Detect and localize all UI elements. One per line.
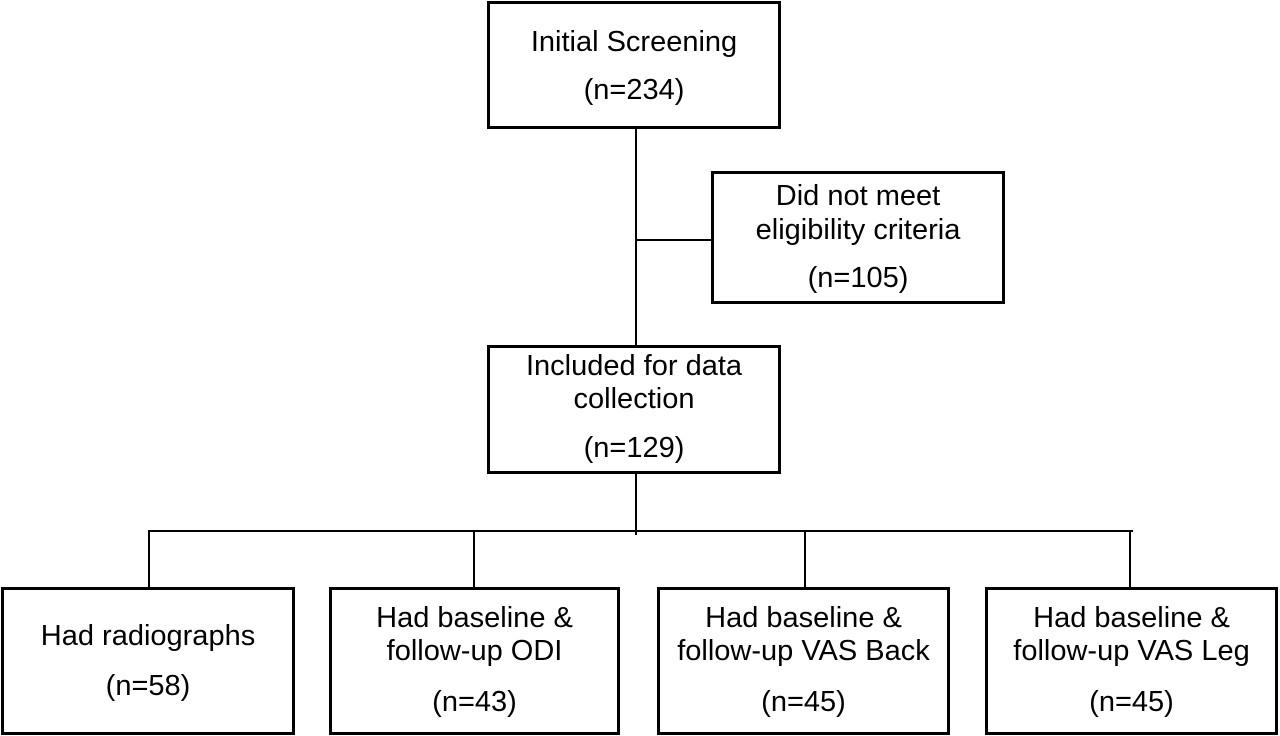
- branch-horizontal-line: [148, 530, 1133, 532]
- included-label-line2: collection: [573, 383, 695, 415]
- branch-drop-vas-back: [804, 531, 806, 588]
- included-box: Included for data collection (n=129): [487, 345, 781, 474]
- branch-drop-radiographs: [148, 531, 150, 588]
- outcome-label-line1: Had baseline &: [705, 602, 902, 634]
- outcome-label-line2: follow-up VAS Leg: [1013, 635, 1250, 667]
- outcome-count: (n=43): [432, 686, 517, 718]
- included-label-line1: Included for data: [525, 350, 743, 382]
- outcome-label-line2: follow-up ODI: [386, 635, 563, 667]
- outcome-label-line1: Had baseline &: [1033, 602, 1230, 634]
- branch-drop-vas-leg: [1129, 531, 1131, 588]
- outcome-count: (n=58): [105, 670, 191, 702]
- initial-screening-box: Initial Screening (n=234): [487, 1, 781, 129]
- outcome-label-line2: follow-up VAS Back: [677, 635, 930, 667]
- outcome-box-radiographs: Had radiographs (n=58): [1, 587, 295, 735]
- outcome-count: (n=45): [761, 686, 846, 718]
- outcome-box-odi: Had baseline & follow-up ODI (n=43): [329, 587, 620, 735]
- connector-included-to-branch: [635, 473, 637, 535]
- outcome-label-line1: Had baseline &: [376, 602, 573, 634]
- initial-screening-count: (n=234): [583, 74, 685, 106]
- branch-drop-odi: [473, 531, 475, 588]
- outcome-label: Had radiographs: [40, 620, 256, 652]
- initial-screening-label: Initial Screening: [530, 26, 738, 58]
- included-count: (n=129): [583, 432, 685, 464]
- excluded-box: Did not meet eligibility criteria (n=105…: [711, 171, 1005, 304]
- excluded-count: (n=105): [807, 262, 909, 294]
- excluded-label-line2: eligibility criteria: [755, 214, 961, 246]
- connector-to-excluded: [636, 239, 712, 241]
- outcome-box-vas-leg: Had baseline & follow-up VAS Leg (n=45): [985, 587, 1278, 735]
- excluded-label-line1: Did not meet: [775, 180, 941, 212]
- outcome-count: (n=45): [1089, 686, 1174, 718]
- connector-screening-to-included: [635, 128, 637, 346]
- outcome-box-vas-back: Had baseline & follow-up VAS Back (n=45): [657, 587, 950, 735]
